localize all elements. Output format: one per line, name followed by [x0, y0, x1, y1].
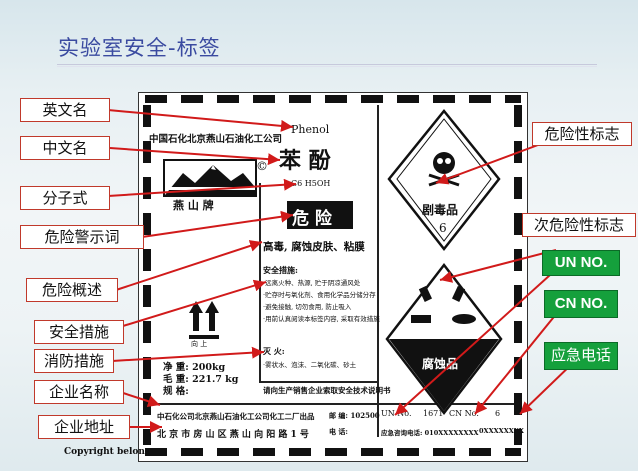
label-divider-h2	[149, 403, 514, 405]
label-divider-v	[377, 105, 379, 437]
label-poison-class: 6	[439, 221, 447, 235]
chemical-label: 中国石化北京燕山石油化工公司 © 燕 山 牌 Phenol 苯 酚 C6 H5O…	[138, 92, 528, 462]
callout-safety-measures: 安全措施	[34, 320, 124, 344]
label-un-value: 1671	[423, 409, 444, 418]
label-cn-value: 6	[495, 409, 501, 418]
label-safety-line-3: ·避免接触, 切勿食用, 防止吸入	[263, 303, 352, 311]
label-fire-title: 灭 火:	[263, 346, 285, 356]
label-spec: 规 格:	[163, 386, 189, 397]
signal-word-box	[287, 201, 353, 229]
label-up-text: 向 上	[191, 340, 208, 348]
label-postcode: 邮 编: 102500	[329, 411, 380, 420]
corrosive-diamond-icon	[385, 262, 503, 416]
callout-company-name: 企业名称	[34, 380, 124, 404]
label-divider-h	[259, 381, 377, 383]
label-border-top	[145, 95, 521, 103]
label-emergency-2: 0XXXXXXXX	[479, 427, 524, 435]
page-title: 实验室安全-标签	[58, 36, 221, 60]
callout-chinese-name: 中文名	[20, 136, 110, 160]
label-gross-weight: 毛 重: 221.7 kg	[163, 374, 239, 385]
callout-english-name: 英文名	[20, 98, 110, 122]
label-brand: 燕 山 牌	[173, 199, 214, 212]
callout-emergency-phone: 应急电话	[544, 342, 618, 370]
label-border-left	[143, 105, 151, 445]
label-address: 北 京 市 房 山 区 燕 山 向 阳 路 1 号	[157, 430, 309, 440]
callout-hazard-sign: 危险性标志	[532, 122, 632, 146]
label-cn-no: CN No.	[449, 409, 479, 418]
label-formula: C6 H5OH	[291, 179, 331, 188]
label-safety-title: 安全措施:	[263, 265, 298, 275]
registered-mark-icon: ©	[256, 159, 268, 173]
callout-fire-measures: 消防措施	[34, 349, 114, 373]
label-emergency: 应急咨询电话: 010XXXXXXXX	[381, 429, 479, 437]
label-ask-text: 请向生产销售企业索取安全技术说明书	[263, 386, 391, 395]
label-tel: 电 话:	[329, 427, 349, 436]
label-chinese-name: 苯 酚	[279, 148, 331, 174]
callout-un-no: UN NO.	[542, 250, 620, 276]
label-safety-line-1: ·远离火种、热源, 贮于阴凉通风处	[263, 279, 361, 287]
title-divider-shadow	[57, 66, 597, 67]
callout-hazard-summary: 危险概述	[26, 278, 118, 302]
label-safety-line-2: ·贮存时与氧化剂、食用化学品分储分存	[263, 291, 376, 299]
label-border-right	[514, 105, 522, 445]
label-hazard-text: 高毒, 腐蚀皮肤、粘膜	[263, 241, 365, 253]
label-signal-word: 危 险	[292, 209, 332, 229]
label-poison: 剧毒品	[422, 203, 459, 217]
label-border-bottom	[145, 448, 521, 456]
callout-cn-no: CN NO.	[544, 290, 618, 318]
this-way-up-icon	[189, 301, 219, 341]
label-fire-line: ·雾状水、泡沫、二氧化碳、砂土	[263, 361, 357, 369]
label-net-weight: 净 重: 200kg	[163, 362, 226, 373]
label-company-top: 中国石化北京燕山石油化工公司	[149, 134, 283, 145]
title-divider	[57, 64, 597, 65]
label-safety-line-4: ·用前认真阅读本标签内容, 采取有效措施	[263, 315, 380, 323]
label-producer: 中石化公司北京燕山石油化工公司化工二厂出品	[157, 412, 315, 421]
label-english-name: Phenol	[291, 123, 330, 136]
callout-warning-word: 危险警示词	[20, 225, 144, 249]
callout-company-address: 企业地址	[38, 415, 130, 439]
callout-formula: 分子式	[20, 186, 110, 210]
callout-secondary-hazard-sign: 次危险性标志	[522, 213, 636, 237]
copyright-text: Copyright belong	[64, 447, 152, 457]
